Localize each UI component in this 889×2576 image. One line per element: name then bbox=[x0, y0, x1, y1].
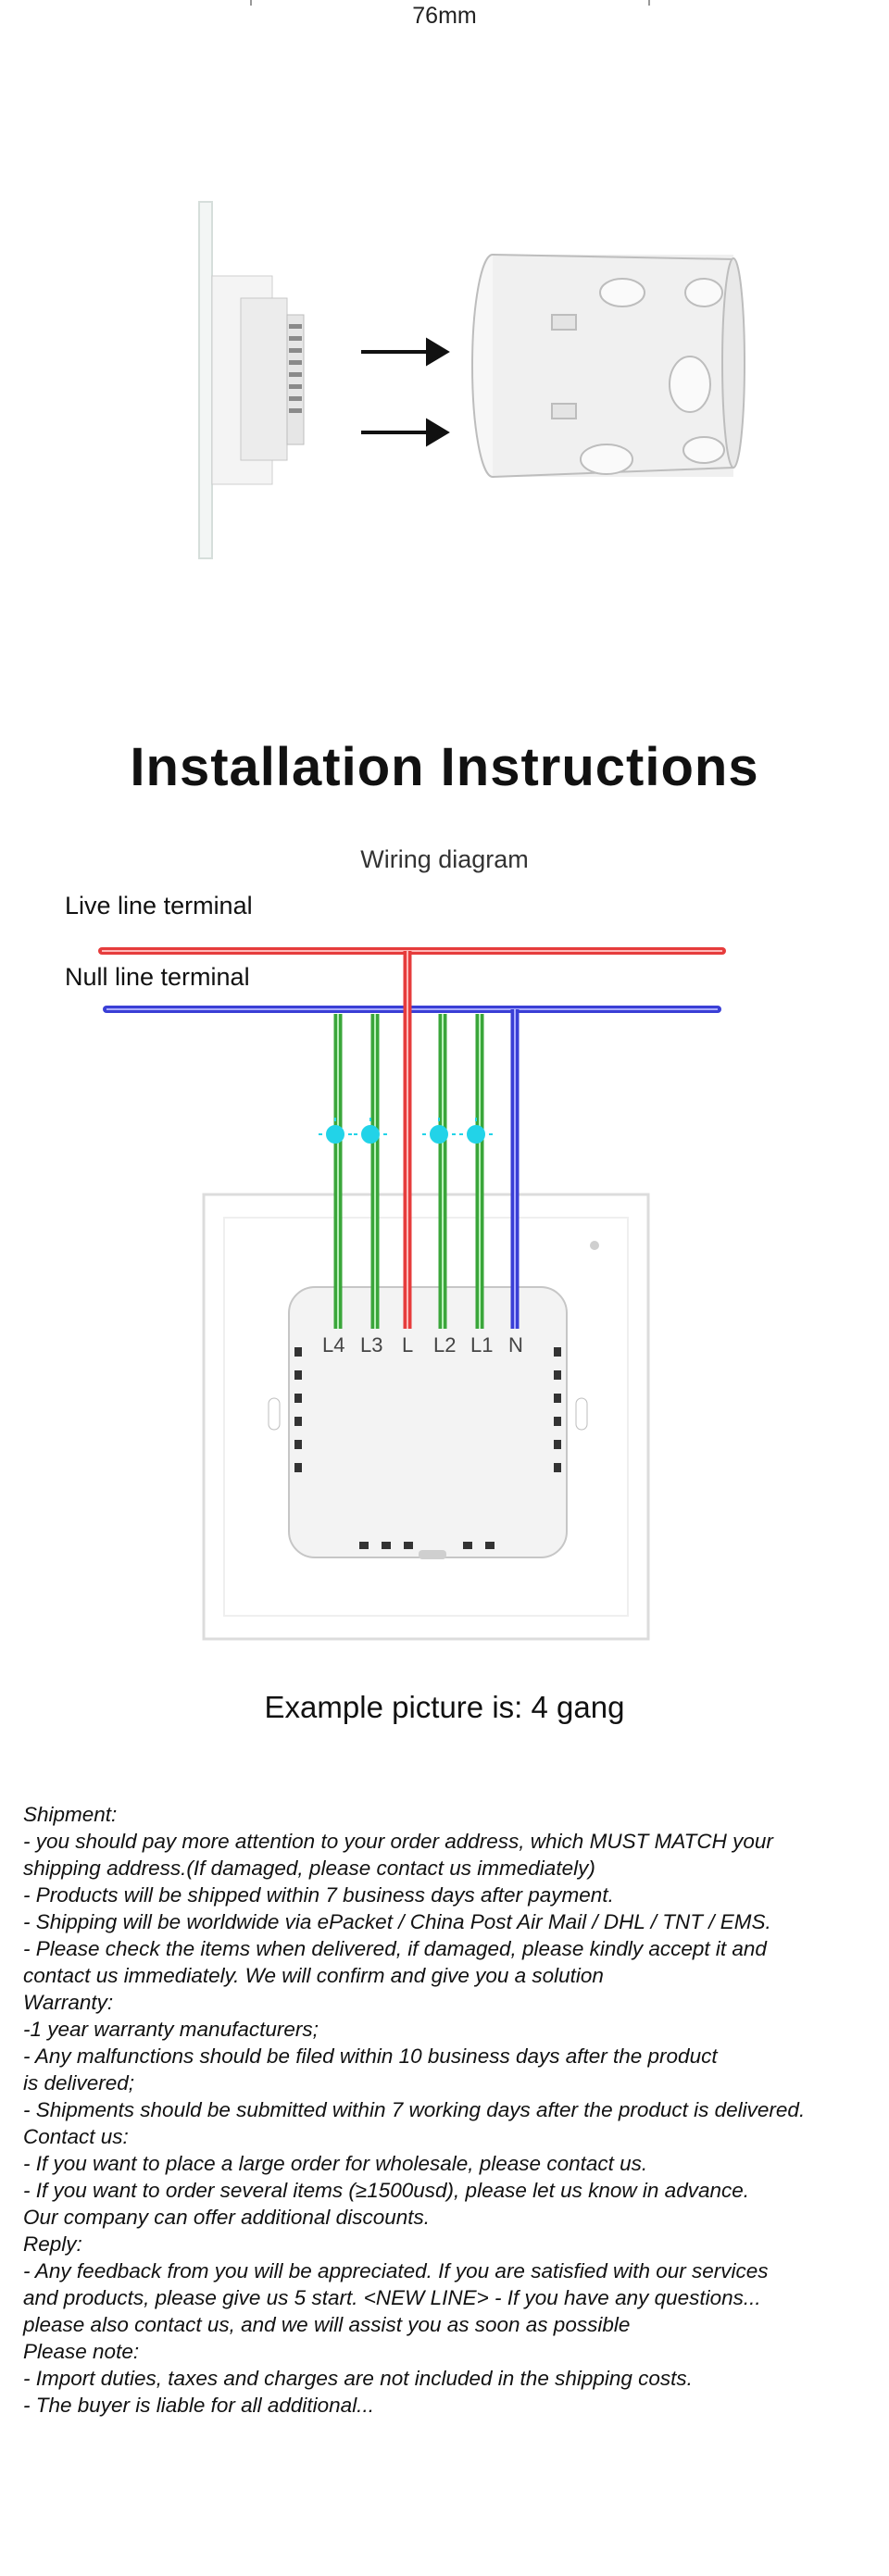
terminal-label: L3 bbox=[360, 1333, 382, 1357]
notes-line: - Import duties, taxes and charges are n… bbox=[23, 2367, 693, 2390]
dimension-label: 76mm bbox=[412, 3, 477, 29]
notes-line: Warranty: bbox=[23, 1991, 114, 2014]
indicator-light-icon bbox=[319, 1118, 493, 1144]
notes-line: - Please check the items when delivered,… bbox=[23, 1937, 767, 1960]
notes-line: Contact us: bbox=[23, 2125, 129, 2148]
notes-line: and products, please give us 5 start. <N… bbox=[23, 2286, 761, 2309]
diagram-subtitle: Wiring diagram bbox=[360, 845, 529, 873]
notes-line: please also contact us, and we will assi… bbox=[23, 2313, 631, 2336]
notes-line: Our company can offer additional discoun… bbox=[23, 2206, 430, 2229]
notes-line: Shipment: bbox=[23, 1803, 118, 1826]
notes-line: is delivered; bbox=[23, 2071, 135, 2095]
product-mounting-illustration bbox=[198, 201, 745, 559]
notes-line: - If you want to order several items (≥1… bbox=[23, 2179, 749, 2202]
connector-pins bbox=[289, 324, 302, 413]
arrow-icon bbox=[361, 337, 450, 447]
mounting-box bbox=[471, 254, 745, 478]
notes-line: - Shipping will be worldwide via ePacket… bbox=[23, 1910, 771, 1933]
dimension-line-left bbox=[250, 0, 252, 6]
notes-line: -1 year warranty manufacturers; bbox=[23, 2018, 319, 2041]
notes-line: - The buyer is liable for all additional… bbox=[23, 2394, 374, 2417]
terminal-label: L4 bbox=[322, 1333, 344, 1357]
terminal-label: L2 bbox=[433, 1333, 456, 1357]
notes-line: contact us immediately. We will confirm … bbox=[23, 1964, 604, 1987]
terminal-label: L1 bbox=[470, 1333, 493, 1357]
notes-line: Please note: bbox=[23, 2340, 140, 2363]
notes-line: - Shipments should be submitted within 7… bbox=[23, 2098, 806, 2121]
switch-module bbox=[288, 1286, 568, 1558]
terminal-label: N bbox=[508, 1333, 523, 1357]
notes-line: - Any feedback from you will be apprecia… bbox=[23, 2259, 769, 2282]
null-line-label: Null line terminal bbox=[65, 963, 250, 991]
notes-line: - Any malfunctions should be filed withi… bbox=[23, 2045, 718, 2068]
live-line-label: Live line terminal bbox=[65, 892, 253, 919]
notes-line: - Products will be shipped within 7 busi… bbox=[23, 1883, 614, 1907]
shipping-notes: Shipment: - you should pay more attentio… bbox=[23, 1801, 875, 2419]
dimension-line-right bbox=[648, 0, 650, 6]
notes-line: Reply: bbox=[23, 2232, 82, 2256]
notes-line: shipping address.(If damaged, please con… bbox=[23, 1857, 595, 1880]
notes-line: - you should pay more attention to your … bbox=[23, 1830, 773, 1853]
page-title: Installation Instructions bbox=[130, 737, 759, 797]
example-caption: Example picture is: 4 gang bbox=[264, 1690, 625, 1724]
terminal-label: L bbox=[402, 1333, 413, 1357]
wiring-diagram: L4 L3 L L2 L1 N bbox=[98, 947, 726, 1641]
notes-line: - If you want to place a large order for… bbox=[23, 2152, 648, 2175]
